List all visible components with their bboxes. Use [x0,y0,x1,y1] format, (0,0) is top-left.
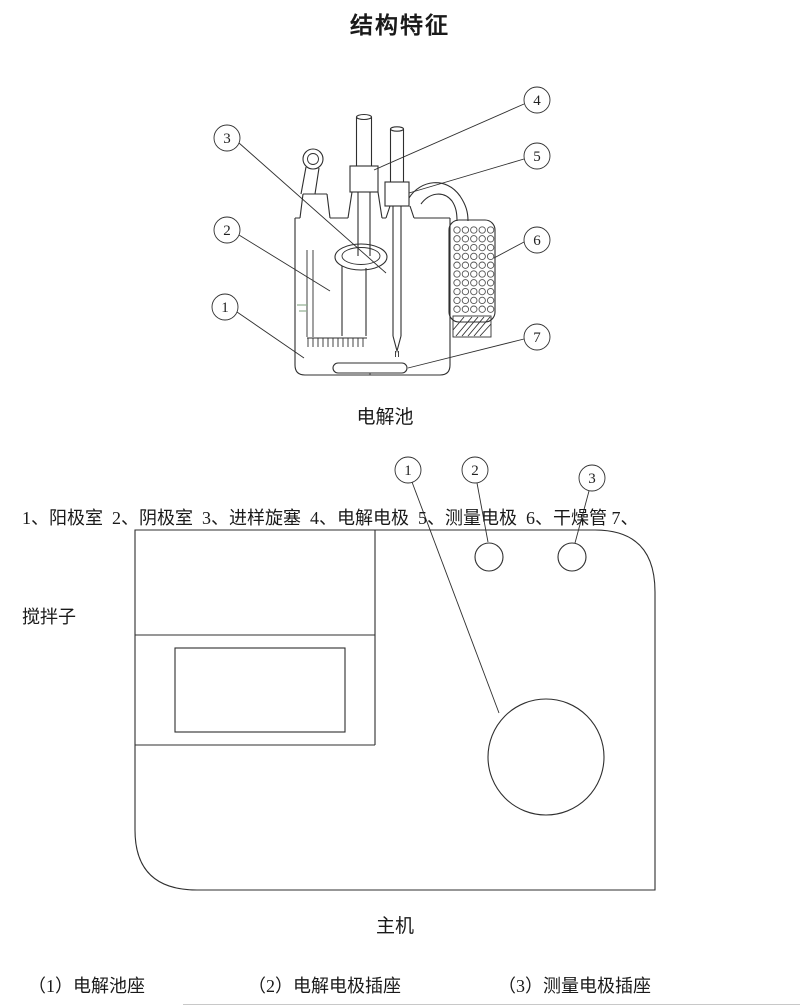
cell-callout-4-label: 4 [533,93,541,109]
cell-legend: 1、阳极室 2、阴极室 3、进样旋塞 4、电解电极 5、测量电极 6、干燥管 7… [22,436,784,667]
footer-label-electrolysis-socket: （2）电解电极插座 [248,976,401,996]
cell-callout-3-label: 3 [223,131,231,147]
main-callout-3-label: 3 [588,471,596,487]
cell-callout-6-circle [523,226,551,254]
footer-label-cell-seat: （1）电解池座 [28,976,145,996]
main-callout-2-label: 2 [471,463,479,479]
vessel-body [294,218,451,376]
liquid-level-marks [297,304,308,312]
cell-callout-4-circle [523,86,551,114]
measuring-electrode-socket [557,542,587,572]
cell-legend-line-2: 搅拌子 [22,607,76,627]
cell-callout-5-label: 5 [533,149,541,165]
main-callout-1-circle [394,456,422,484]
electrolysis-electrode-socket [474,542,504,572]
cell-callout-6-label: 6 [533,233,541,249]
connecting-tube [408,182,469,222]
electrolysis-electrode [347,113,383,256]
cell-callout-5-circle [523,142,551,170]
main-callout-1-label: 1 [404,463,412,479]
main-unit-figure: 1 2 3 [134,456,656,891]
main-callouts: 1 2 3 [394,456,606,714]
page-title: 结构特征 [350,13,450,38]
drying-tube-plug [452,315,492,338]
cell-figure-caption: 电解池 [356,407,414,428]
cell-callout-1-circle [211,293,239,321]
scan-artifact-line [183,1004,800,1005]
cathode-chamber [334,243,388,336]
cell-seat [487,698,605,816]
main-unit-outline [134,529,656,891]
footer-label-measuring-socket: （3）测量电极插座 [498,976,651,996]
cell-callout-2-label: 2 [223,223,231,239]
anode-electrode [306,250,314,337]
main-figure-caption: 主机 [375,916,414,937]
display-window [174,647,346,733]
cell-callout-7-label: 7 [533,330,541,346]
desiccant-beads [453,226,495,313]
cell-callout-1-label: 1 [221,300,229,316]
cell-callout-7-circle [523,323,551,351]
cell-callout-3-circle [213,124,241,152]
main-callout-2-circle [461,456,489,484]
cell-callouts: 1 2 3 4 5 6 7 [211,86,551,369]
cell-legend-line-1: 1、阳极室 2、阴极室 3、进样旋塞 4、电解电极 5、测量电极 6、干燥管 7… [22,508,639,528]
sampling-stopcock [299,148,331,219]
measuring-electrode [384,126,415,357]
frit-plate [307,337,367,347]
cell-callout-2-circle [213,216,241,244]
main-callout-3-circle [578,464,606,492]
stir-bar [332,362,408,375]
drying-tube [448,219,496,338]
electrolytic-cell-figure: 1 2 3 4 5 6 7 [211,86,551,376]
